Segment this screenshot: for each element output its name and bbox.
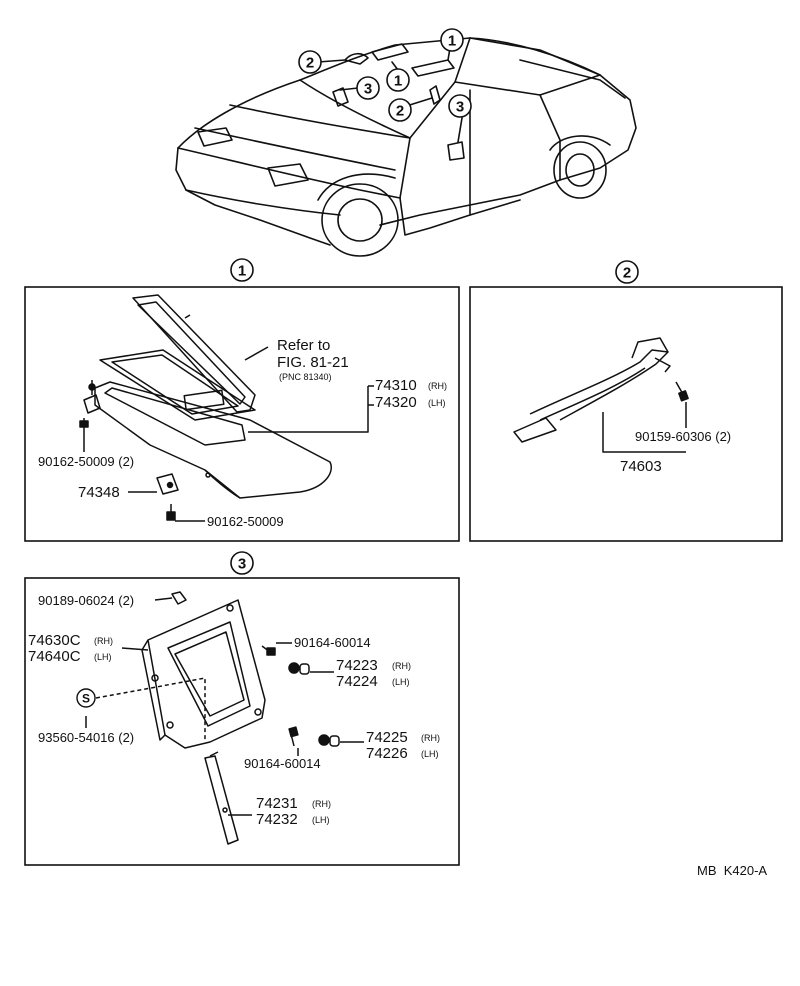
section-marker-3: 3 [230, 551, 254, 575]
svg-text:S: S [82, 692, 90, 706]
diagram-code: MB K420-A [697, 863, 767, 878]
svg-text:3: 3 [238, 556, 246, 573]
svg-text:1: 1 [448, 33, 456, 50]
callout-3-right: 3 [448, 94, 472, 118]
section-marker-2: 2 [615, 260, 639, 284]
box-3-frame [24, 577, 460, 866]
assist-grip-illustration [513, 337, 689, 453]
part-74232: 74232 [256, 811, 298, 828]
part-74310-side: (RH) [428, 381, 447, 391]
part-74223: 74223 [336, 657, 378, 674]
part-74603: 74603 [620, 458, 662, 475]
part-90162-50009-x2: 90162-50009 (2) [38, 454, 134, 469]
box-2-frame [469, 286, 783, 542]
refer-to-text: Refer to [277, 337, 330, 354]
svg-text:2: 2 [396, 103, 404, 120]
svg-text:1: 1 [238, 263, 246, 280]
fig-ref-text: FIG. 81-21 [277, 354, 349, 371]
callout-1-top: 1 [440, 28, 464, 52]
box-1-labels: Refer to FIG. 81-21 (PNC 81340) 74310 (R… [38, 337, 447, 529]
part-74231-side: (RH) [312, 799, 331, 809]
part-90162-50009: 90162-50009 [207, 514, 284, 529]
part-74640c-side: (LH) [94, 652, 112, 662]
part-74225-side: (RH) [421, 733, 440, 743]
part-74630c-side: (RH) [94, 636, 113, 646]
callout-2-left: 2 [298, 50, 322, 74]
pnc-ref-text: (PNC 81340) [279, 372, 332, 382]
part-74348: 74348 [78, 484, 120, 501]
callout-3-left: 3 [356, 76, 380, 100]
part-90164-60014-bottom: 90164-60014 [244, 756, 321, 771]
sun-visor-illustration [79, 294, 374, 522]
callout-2-mid: 2 [388, 98, 412, 122]
part-74232-side: (LH) [312, 815, 330, 825]
part-90189-06024-x2: 90189-06024 (2) [38, 593, 134, 608]
car-overview-illustration [175, 37, 637, 257]
part-74225: 74225 [366, 729, 408, 746]
part-90159-60306-x2: 90159-60306 (2) [635, 429, 731, 444]
part-93560-54016-x2: 93560-54016 (2) [38, 730, 134, 745]
box-2-labels: 90159-60306 (2) 74603 [620, 429, 731, 475]
part-74310: 74310 [375, 377, 417, 394]
svg-text:1: 1 [394, 73, 402, 90]
svg-text:2: 2 [623, 265, 631, 282]
part-90164-60014-top: 90164-60014 [294, 635, 371, 650]
callout-1-mid: 1 [386, 68, 410, 92]
svg-text:3: 3 [456, 99, 464, 116]
part-74630c: 74630C [28, 632, 81, 649]
part-74224: 74224 [336, 673, 378, 690]
svg-text:2: 2 [306, 55, 314, 72]
part-74224-side: (LH) [392, 677, 410, 687]
part-74226: 74226 [366, 745, 408, 762]
room-lamp-illustration [85, 591, 364, 845]
part-74226-side: (LH) [421, 749, 439, 759]
part-74640c: 74640C [28, 648, 81, 665]
part-74223-side: (RH) [392, 661, 411, 671]
s-symbol-marker: S [76, 688, 96, 708]
part-74320-side: (LH) [428, 398, 446, 408]
box-3-labels: 90189-06024 (2) 74630C (RH) 74640C (LH) … [28, 593, 440, 828]
part-74231: 74231 [256, 795, 298, 812]
overview-callouts: 1 2 3 1 2 3 [298, 28, 472, 122]
box-1-frame [24, 286, 460, 542]
part-74320: 74320 [375, 394, 417, 411]
section-marker-1: 1 [230, 258, 254, 282]
svg-text:3: 3 [364, 81, 372, 98]
